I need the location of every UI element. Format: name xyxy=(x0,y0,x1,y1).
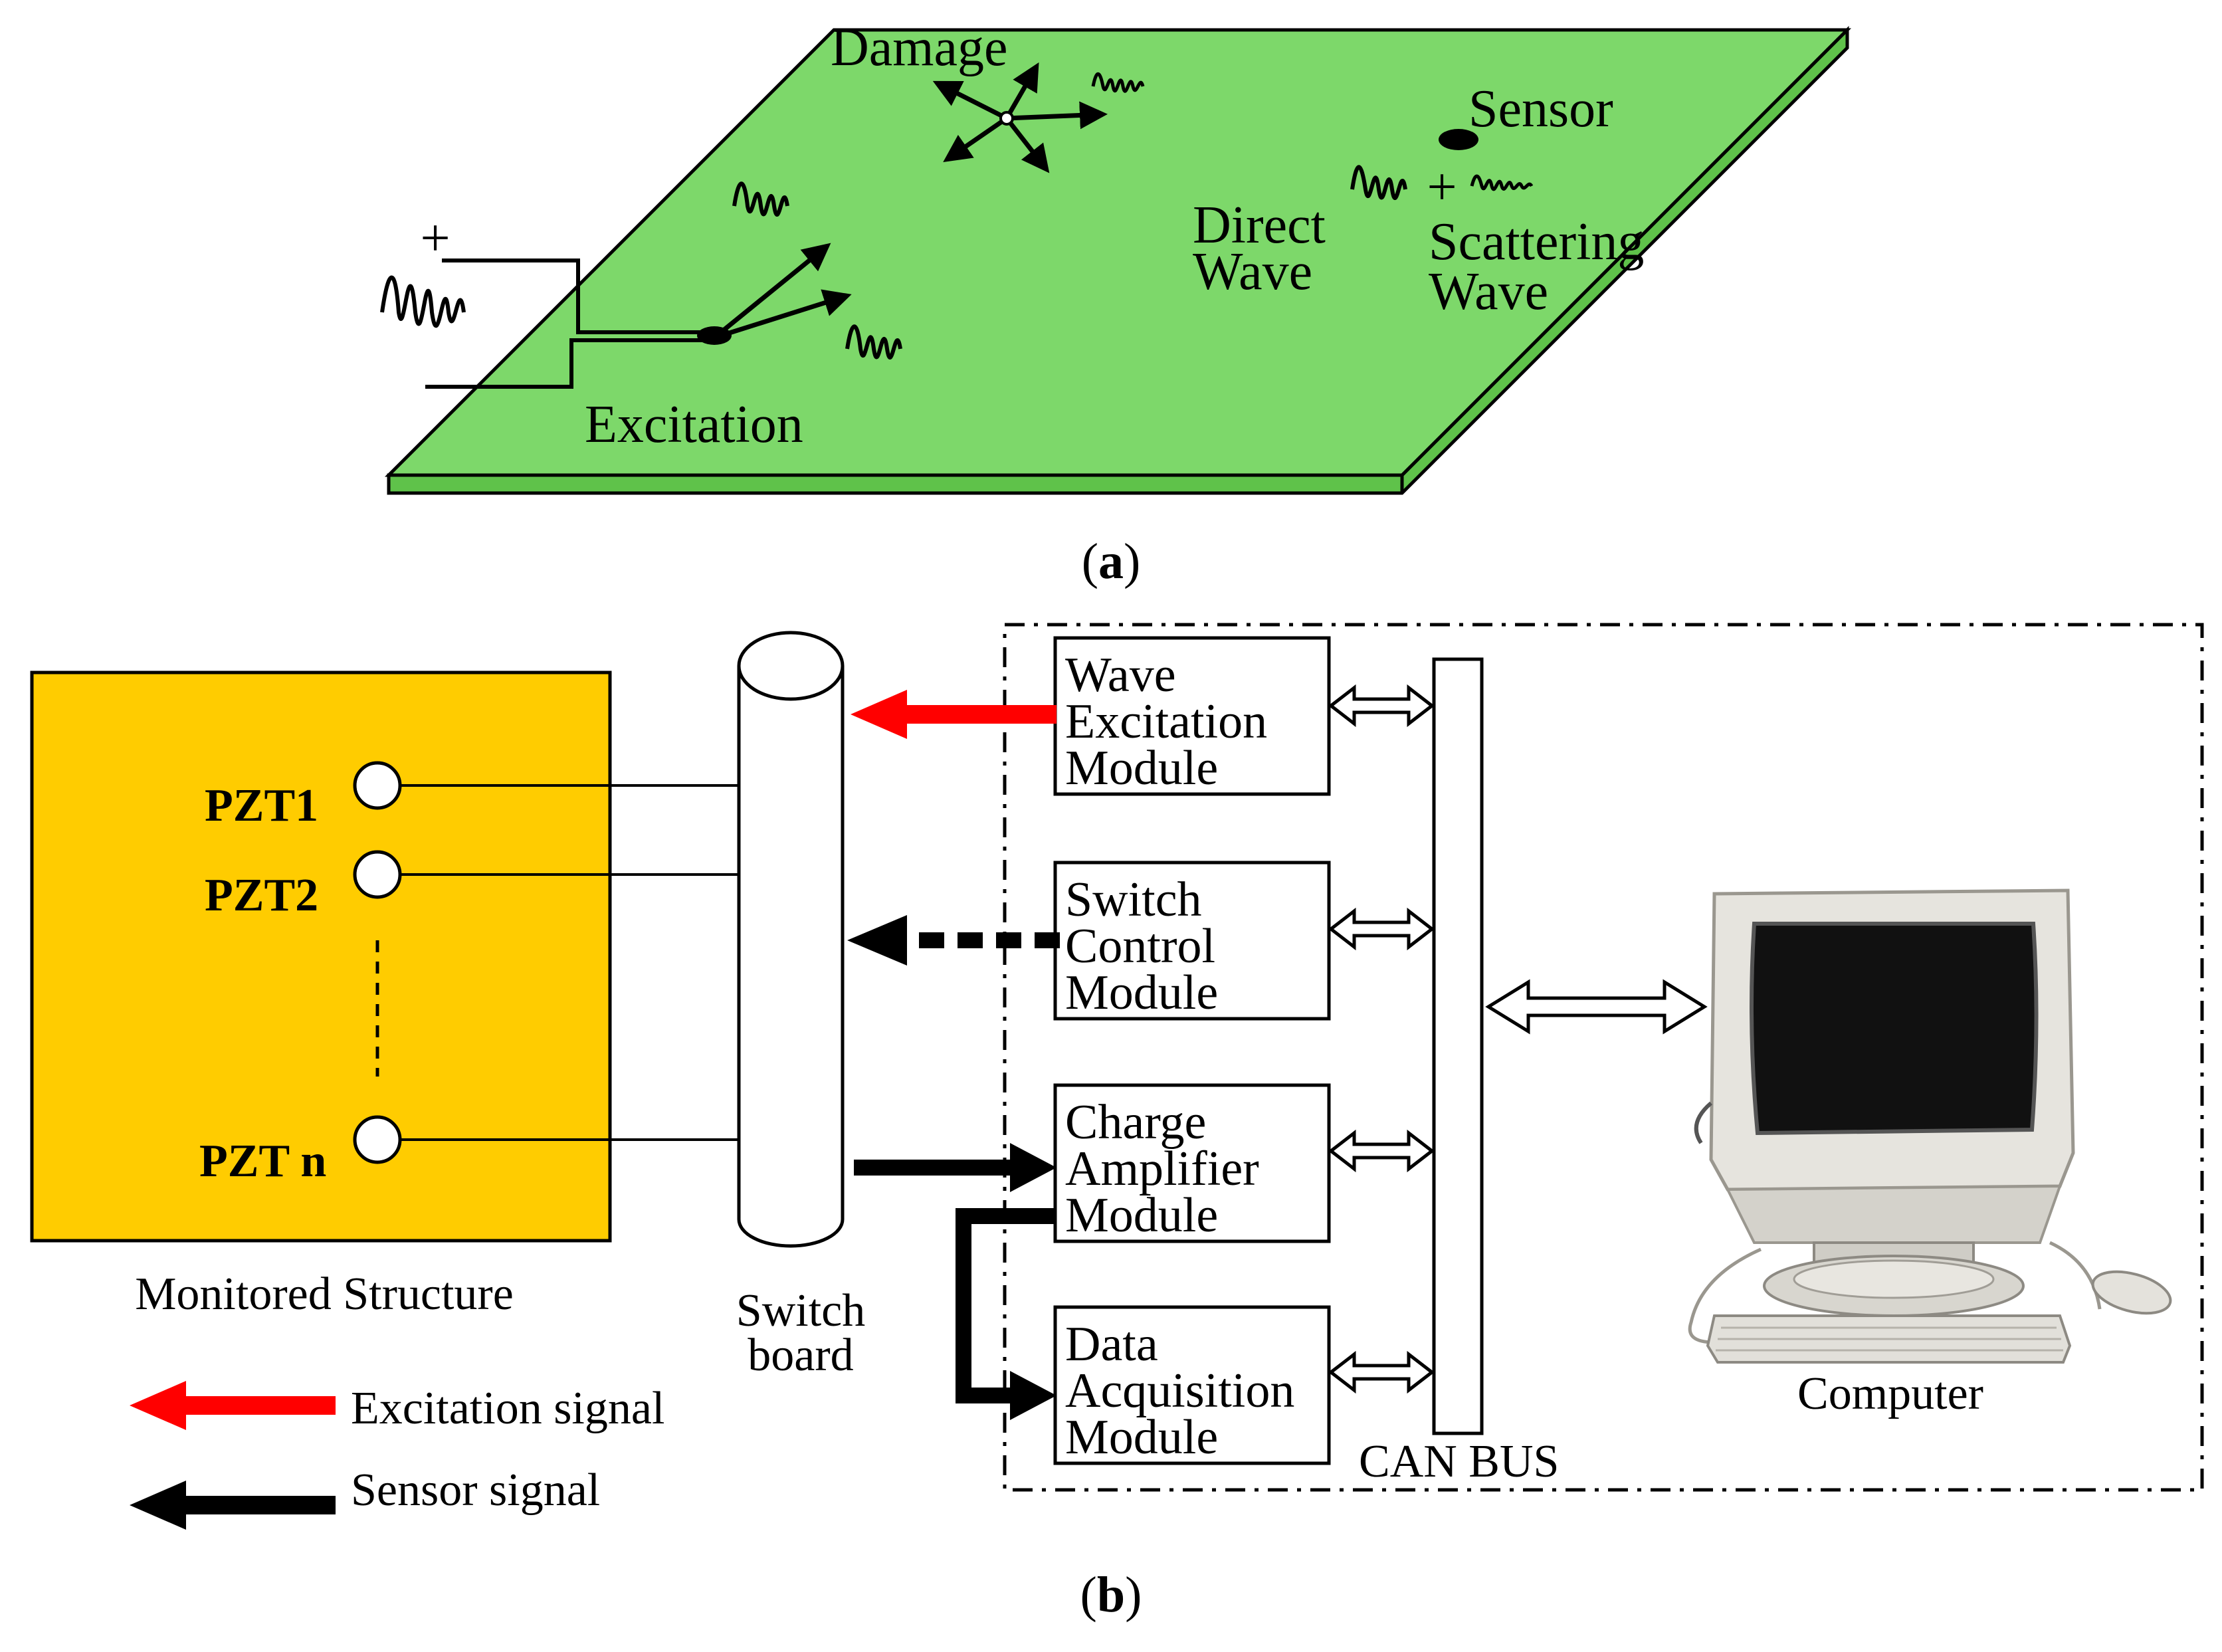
plus-sign: + xyxy=(420,209,450,268)
switch-control-arrowhead xyxy=(847,915,907,966)
scattering-wave-label-2: Wave xyxy=(1429,262,1548,321)
input-wave-icon xyxy=(380,275,466,328)
svg-text:Charge: Charge xyxy=(1065,1095,1206,1150)
svg-text:Amplifier: Amplifier xyxy=(1065,1142,1259,1196)
module-charge-amplifier: Charge Amplifier Module xyxy=(1053,1083,1331,1243)
svg-text:Module: Module xyxy=(1065,966,1218,1020)
sensor-plus: + xyxy=(1427,158,1457,217)
computer-icon xyxy=(1688,888,2172,1364)
damage-scatter-arrows xyxy=(932,62,1108,173)
can-bus-label: CAN BUS xyxy=(1359,1436,1559,1487)
system-enclosure xyxy=(1003,623,2204,1492)
direct-wave-label-1: Direct xyxy=(1193,196,1326,255)
pzt-n-label: PZT n xyxy=(199,1136,326,1187)
panel-a: + Damage Sensor + Direct Wave Scattering xyxy=(380,19,1852,589)
direct-wave-icon xyxy=(1350,165,1407,200)
sensor-signal-to-amplifier xyxy=(854,1143,1057,1192)
excitation-arrow-2 xyxy=(720,289,852,338)
pzt-wires xyxy=(400,784,739,1141)
pzt-1-circle xyxy=(353,761,402,810)
damage-point xyxy=(999,111,1014,126)
legend: Excitation signal Sensor signal xyxy=(130,1381,664,1530)
module-data-acquisition: Data Acquisition Module xyxy=(1053,1305,1331,1465)
legend-sensor-label: Sensor signal xyxy=(351,1465,600,1516)
excitation-wiring xyxy=(425,258,711,389)
pzt-1-label: PZT1 xyxy=(205,780,318,831)
module-switch-control: Switch Control Module xyxy=(1053,861,1331,1021)
excitation-signal-arrow xyxy=(851,690,1057,739)
svg-text:Wave: Wave xyxy=(1065,648,1176,702)
wave-burst-icon xyxy=(845,324,902,360)
pzt-2-circle xyxy=(353,850,402,899)
sensor-dot xyxy=(1439,129,1478,150)
amplifier-to-acquisition-signal xyxy=(956,1208,1057,1420)
scatter-wave-icon xyxy=(1091,72,1145,93)
switch-board-label-2: board xyxy=(748,1330,853,1381)
svg-text:Module: Module xyxy=(1065,1410,1218,1465)
plate-top xyxy=(384,28,1852,477)
wave-burst-icon xyxy=(732,181,789,217)
legend-excitation-arrow xyxy=(130,1381,336,1430)
damage-label: Damage xyxy=(831,19,1008,77)
module-wave-excitation: Wave Excitation Module xyxy=(1053,636,1331,796)
scattering-wave-icon xyxy=(1470,174,1534,191)
monitored-structure-caption: Monitored Structure xyxy=(135,1269,514,1320)
pzt-n-circle xyxy=(353,1115,402,1164)
panel-b-caption: (b) xyxy=(1080,1567,1142,1623)
svg-text:Switch: Switch xyxy=(1065,873,1202,927)
svg-text:Control: Control xyxy=(1065,919,1215,974)
svg-text:Data: Data xyxy=(1065,1317,1158,1372)
svg-text:Module: Module xyxy=(1065,741,1218,795)
switch-board xyxy=(737,631,845,1248)
svg-text:Module: Module xyxy=(1065,1188,1218,1243)
module-bus-connectors xyxy=(1328,684,1435,1394)
panel-a-caption: (a) xyxy=(1082,534,1141,589)
pzt-2-label: PZT2 xyxy=(205,870,318,921)
direct-wave-label-2: Wave xyxy=(1193,243,1312,301)
can-bus-bar xyxy=(1432,657,1484,1435)
svg-text:Acquisition: Acquisition xyxy=(1065,1364,1294,1418)
excitation-label: Excitation xyxy=(585,395,803,454)
excitation-arrow-1 xyxy=(719,243,831,334)
legend-excitation-label: Excitation signal xyxy=(351,1383,664,1434)
svg-text:Excitation: Excitation xyxy=(1065,694,1267,749)
scattering-wave-label-1: Scattering xyxy=(1429,213,1644,271)
legend-sensor-arrow xyxy=(130,1481,336,1530)
sensor-label: Sensor xyxy=(1468,80,1613,138)
switch-board-label-1: Switch xyxy=(736,1285,865,1336)
monitored-structure xyxy=(30,671,612,1243)
computer-label: Computer xyxy=(1797,1368,1983,1419)
panel-b: Monitored Structure PZT1 PZT2 PZT n Swit… xyxy=(30,623,2204,1623)
bus-computer-connector xyxy=(1485,979,1708,1035)
